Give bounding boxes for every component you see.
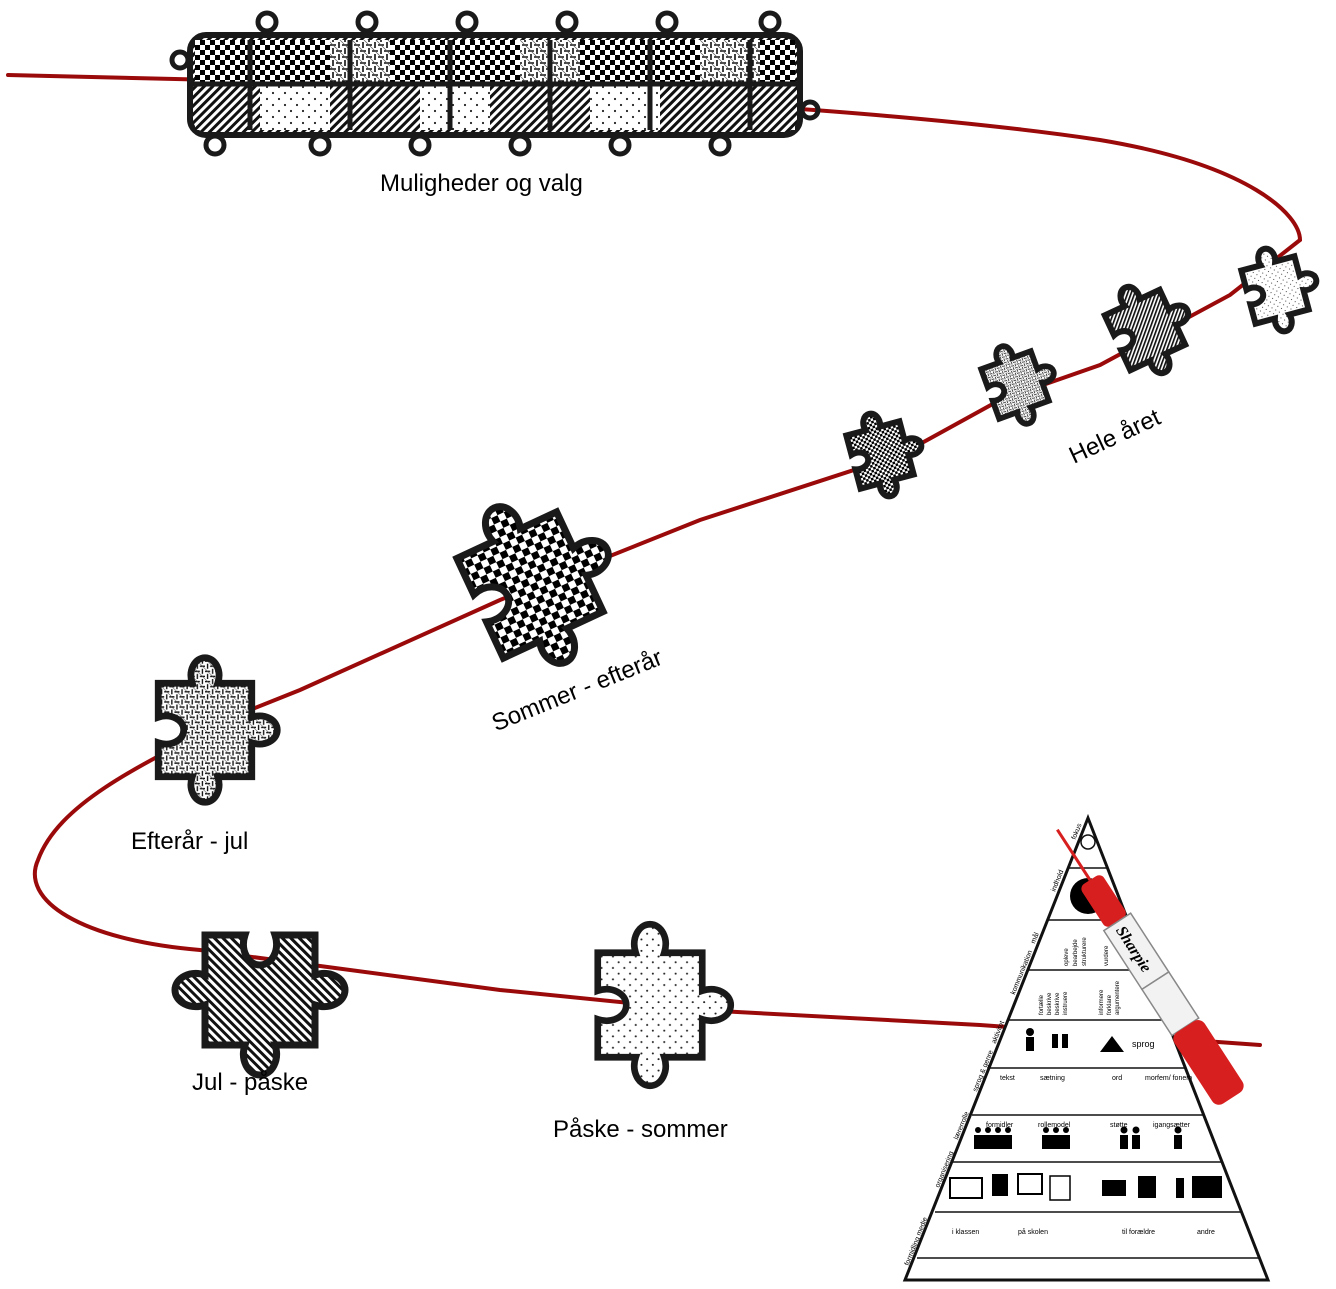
puzzle-piece-checker-large [444, 472, 643, 685]
stage-label-muligheder: Muligheder og valg [380, 170, 583, 197]
didactic-pyramid: fokusindholdmålkommunikationaktivitetspr… [902, 813, 1271, 1282]
stage-label-jul-paaske: Jul - påske [192, 1069, 309, 1096]
person-jumping-icon [1026, 1028, 1034, 1051]
pyramid-cell: argumentere [1115, 980, 1121, 1015]
pyramid-cell: andre [1197, 1229, 1215, 1236]
pyramid-cell: vurdere [1104, 945, 1110, 966]
newspaper-icon [949, 1177, 983, 1199]
book-icon [992, 1174, 1008, 1196]
video-camera-icon [1138, 1176, 1156, 1198]
pyramid-cell: igangsætter [1153, 1122, 1191, 1129]
pyramid-cell: formidler [986, 1122, 1014, 1129]
pyramid-cell: opleve [1064, 948, 1070, 966]
computer-icon [1017, 1173, 1043, 1195]
phone-icon [1176, 1178, 1184, 1198]
puzzle-piece-weave-large [158, 658, 277, 803]
pyramid-cell: informere [1099, 989, 1105, 1015]
pyramid-cell: i klassen [952, 1229, 979, 1236]
stage-label-paaske-sommer: Påske - sommer [553, 1116, 728, 1143]
group-small-icon [1042, 1127, 1070, 1149]
pair-icon [1120, 1126, 1140, 1149]
pyramid-cell: bog [996, 1184, 1005, 1190]
camera-icon [1102, 1180, 1126, 1196]
pyramid-cell: fortælle [1039, 994, 1045, 1015]
pyramid-cell: på skolen [1018, 1228, 1048, 1236]
puzzle-cluster-top [169, 10, 821, 157]
single-person-icon [1174, 1126, 1182, 1149]
puzzle-piece-dots-large [598, 924, 731, 1086]
pyramid-cell: ord [1112, 1075, 1122, 1082]
pyramid-cell: støtte [1110, 1122, 1128, 1129]
pyramid-cell: beskrive [1047, 992, 1053, 1015]
puzzle-piece-checker-small [842, 403, 932, 503]
pyramid-cell: instruere [1063, 991, 1069, 1015]
pyramid-cell: til forældre [1122, 1229, 1155, 1236]
pyramid-cell: sprog [1132, 1039, 1155, 1049]
group-large-icon [974, 1127, 1012, 1149]
puzzle-piece-stripes-small [1098, 268, 1207, 385]
stage-label-efteraar-jul: Efterår - jul [131, 828, 249, 855]
pyramid-cell: strukturere [1082, 937, 1088, 966]
pyramid-cell: beskrive [1055, 992, 1061, 1015]
pyramid-cell: bearbejde [1073, 939, 1079, 966]
paper-icon [1049, 1175, 1071, 1201]
pyramid-cell: forklare [1107, 994, 1113, 1015]
board-icon [1192, 1176, 1222, 1198]
pyramid-cell: sætning [1040, 1075, 1065, 1082]
sharpie-marker: Sharpie [1056, 828, 1244, 1105]
mountain-icon [1100, 1036, 1124, 1052]
pyramid-cell: rollemodel [1038, 1122, 1071, 1129]
hands-icon [1052, 1034, 1068, 1048]
pyramid-cell: tekst [1000, 1075, 1015, 1082]
pyramid-cell: tavle [1197, 1186, 1210, 1192]
pyramid-tier-label: mål [1029, 931, 1041, 945]
pyramid-cell: morfem/ fonem [1145, 1075, 1192, 1082]
